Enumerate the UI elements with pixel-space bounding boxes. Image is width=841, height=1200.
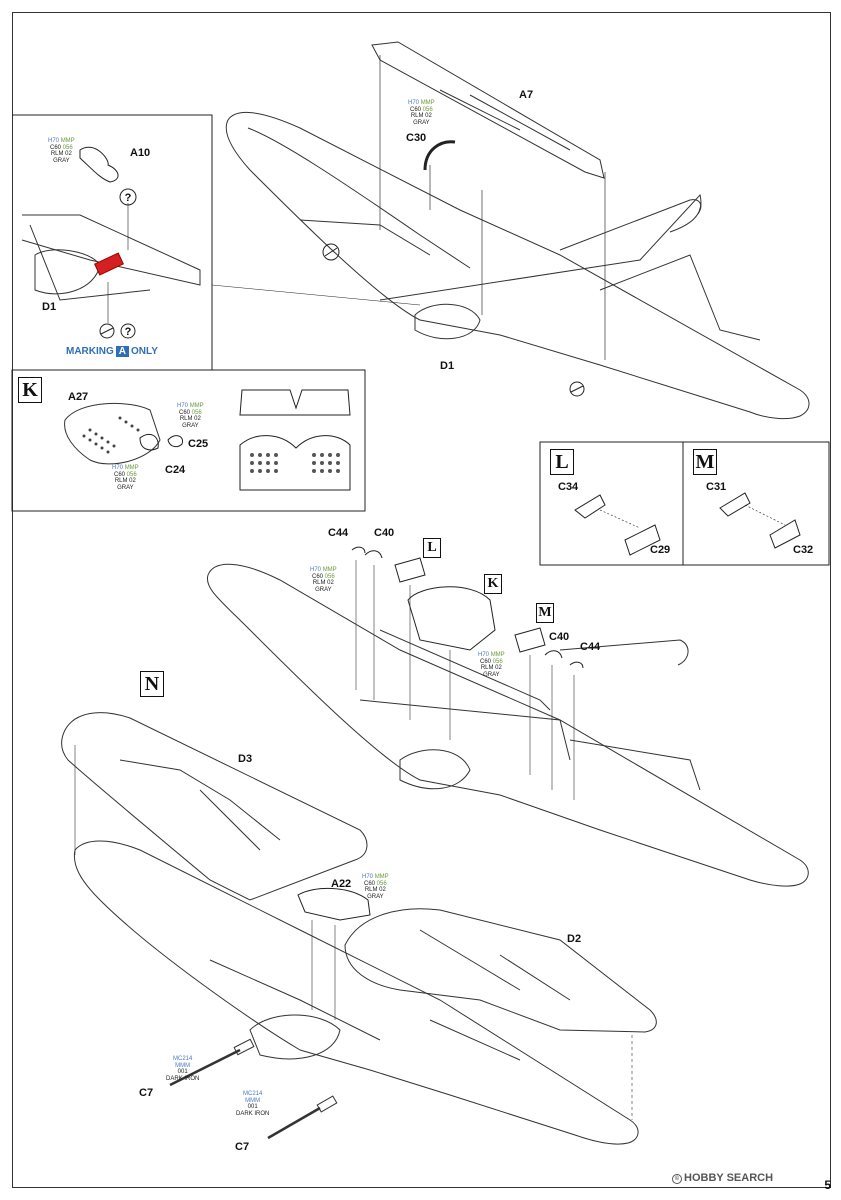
label-a7: A7 [519,89,534,101]
part-c32-shape [769,519,801,549]
page-frame [12,12,831,1188]
part-c40-left [364,550,383,559]
label-a22: A22 [331,878,352,890]
step-k-label: K [18,377,42,403]
label-c7-upper: C7 [139,1087,154,1099]
part-k-hatch [407,586,496,651]
label-c40-right: C40 [549,631,570,643]
wing-lower-bottom [73,840,639,1145]
label-c31: C31 [706,481,727,493]
part-c34-shape [574,494,606,519]
part-c44-right [569,661,584,669]
gun-c7-upper [169,1038,255,1087]
part-c29-shape [624,524,661,556]
part-l-bracket [394,557,426,583]
label-c32: C32 [793,544,814,556]
gun-c7-lower [267,1095,338,1140]
label-c7-lower: C7 [235,1141,250,1153]
part-c30-shape [423,140,456,171]
middle-wing-lower [206,563,809,887]
question-symbol-top [119,188,137,206]
label-a10: A10 [130,147,151,159]
inset-a10-frame [12,114,213,371]
label-c44-right: C44 [580,641,601,653]
k-view-holes [250,453,340,473]
label-c44-left: C44 [328,527,349,539]
label-c29: C29 [650,544,671,556]
part-c44-left [351,546,366,554]
cut-symbol-top-right [569,381,585,397]
part-a27-shape [64,402,161,465]
step-k-frame [11,369,366,512]
cut-symbol-top-left [322,243,340,261]
part-a22-shape [297,887,371,921]
marking-letter-badge: A [115,346,130,357]
question-mark-top: ? [125,192,132,204]
label-d2: D2 [567,933,582,945]
callout-l: L [423,538,441,558]
k-view-front [239,435,351,491]
part-m-bracket [514,627,546,653]
label-c24: C24 [165,464,186,476]
cut-symbol-inset [99,323,115,339]
top-spar-a7 [371,41,605,179]
label-d1-inset: D1 [42,301,57,313]
part-c40-right [544,650,563,659]
step-m-frame [682,441,830,566]
part-c24-shape [139,433,159,451]
label-d3: D3 [238,753,253,765]
callout-m: M [536,603,554,623]
question-mark-bottom: ? [125,326,132,338]
part-c25-shape [167,435,184,448]
step-m-label: M [693,449,717,475]
label-c34: C34 [558,481,579,493]
wing-d3 [61,712,368,901]
question-symbol-bottom [120,323,136,339]
a27-holes [82,416,140,454]
wing-d2 [344,908,657,1033]
top-wing-lower [225,111,810,420]
step-l-label: L [550,449,574,475]
part-c31-shape [719,492,751,517]
callout-k: K [484,574,502,594]
part-a10-shape [79,146,119,183]
label-d1-top: D1 [440,360,455,372]
label-c30: C30 [406,132,427,144]
page-number: 5 [824,1178,831,1192]
label-a27: A27 [68,391,89,403]
step-n-label: N [140,671,164,697]
highlight-red-part [94,252,124,276]
watermark: ©HOBBY SEARCH [672,1172,773,1184]
label-c25: C25 [188,438,209,450]
label-c40-left: C40 [374,527,395,539]
k-view-top [239,389,351,416]
